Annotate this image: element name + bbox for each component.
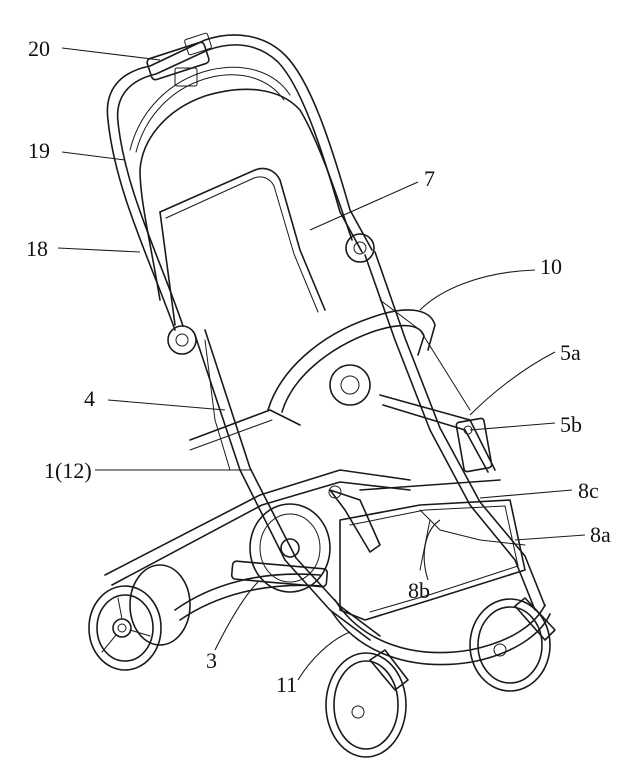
seat-frame: [189, 394, 496, 473]
label-3: 3: [206, 648, 217, 673]
label-4: 4: [84, 386, 95, 411]
label-1-12: 1(12): [44, 458, 92, 483]
handle-frame: [106, 34, 373, 331]
label-18: 18: [26, 236, 48, 261]
label-20: 20: [28, 36, 50, 61]
label-5a: 5a: [560, 340, 581, 365]
hinge-joints: [167, 233, 375, 406]
label-7: 7: [424, 166, 435, 191]
rear-wheel-right: [249, 503, 331, 593]
reference-numerals: 20 19 18 7 10 5a 4 5b 1(12) 8c 8a 8b 3 1…: [26, 36, 611, 697]
label-11: 11: [276, 672, 297, 697]
rear-wheel-left: [88, 564, 191, 671]
label-19: 19: [28, 138, 50, 163]
seat-platform: [339, 479, 526, 621]
label-8c: 8c: [578, 478, 599, 503]
leader-lines: [57, 47, 586, 681]
label-10: 10: [540, 254, 562, 279]
seat-back: [159, 167, 326, 326]
handle-clip: [146, 32, 212, 87]
label-8a: 8a: [590, 522, 611, 547]
lower-frame: [104, 469, 551, 666]
front-wheel-right: [469, 597, 556, 692]
label-5b: 5b: [560, 412, 582, 437]
side-frame: [194, 251, 546, 641]
latch-detail: [328, 485, 381, 553]
front-wheel-left: [325, 649, 409, 758]
label-8b: 8b: [408, 578, 430, 603]
bumper-bar: [267, 309, 436, 413]
